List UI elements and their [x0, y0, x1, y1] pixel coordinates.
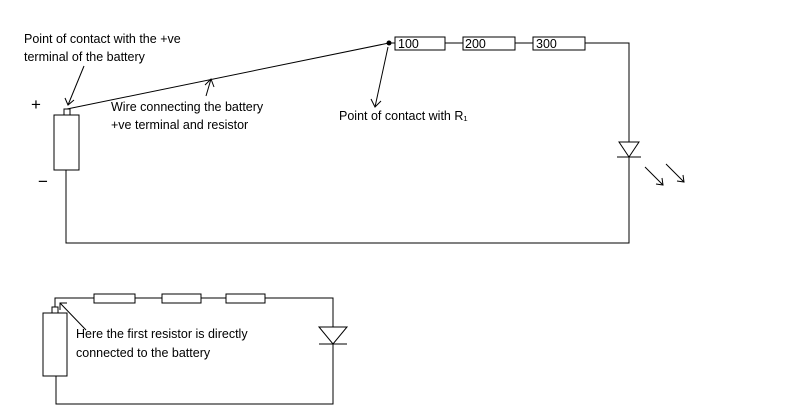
light-emission-arrows-icon [644, 163, 685, 186]
label-wire-line1: Wire connecting the battery [111, 100, 264, 114]
resistor-label-r3: 300 [536, 37, 557, 51]
battery-minus-sign: − [38, 172, 48, 191]
label-battery-contact-line2: terminal of the battery [24, 50, 146, 64]
label-r1-contact: Point of contact with R₁ [339, 109, 468, 123]
resistor-label-r1: 100 [398, 37, 419, 51]
battery-plus-sign: + [31, 95, 41, 114]
bottom-circuit [42, 293, 349, 405]
wire-battery-to-resistor [66, 42, 390, 110]
label-bottom-line2: connected to the battery [76, 346, 211, 360]
wire-r3-to-led [585, 42, 630, 142]
battery-bottom [42, 306, 68, 377]
resistor-label-r2: 200 [465, 37, 486, 51]
annotation-arrow-bottom [59, 302, 87, 331]
battery-terminal-bottom [51, 306, 59, 314]
battery-body-top [53, 114, 80, 171]
wire-r3-to-led-bottom [265, 297, 334, 327]
battery-top [53, 108, 80, 171]
label-wire-line2: +ve terminal and resistor [111, 118, 248, 132]
battery-terminal-top [63, 108, 71, 116]
top-circuit [53, 36, 685, 244]
led-triangle [618, 141, 640, 158]
wire-return-top [65, 157, 630, 244]
annotation-arrow-wire [204, 78, 215, 97]
led-top [617, 141, 641, 158]
label-battery-contact-line1: Point of contact with the +ve [24, 32, 181, 46]
annotation-arrow-battery-contact [64, 65, 85, 106]
resistor-r2-bottom [161, 293, 202, 304]
label-bottom-line1: Here the first resistor is directly [76, 327, 248, 341]
resistor-r1-bottom [93, 293, 136, 304]
led-bottom [317, 326, 349, 345]
led-triangle-bottom [317, 326, 349, 345]
battery-body-bottom [42, 312, 68, 377]
resistor-r3-bottom [225, 293, 266, 304]
wire-return-bottom [55, 344, 334, 405]
annotation-arrow-r1-contact [370, 46, 389, 108]
wire-battery-to-r1-bottom [54, 297, 94, 307]
